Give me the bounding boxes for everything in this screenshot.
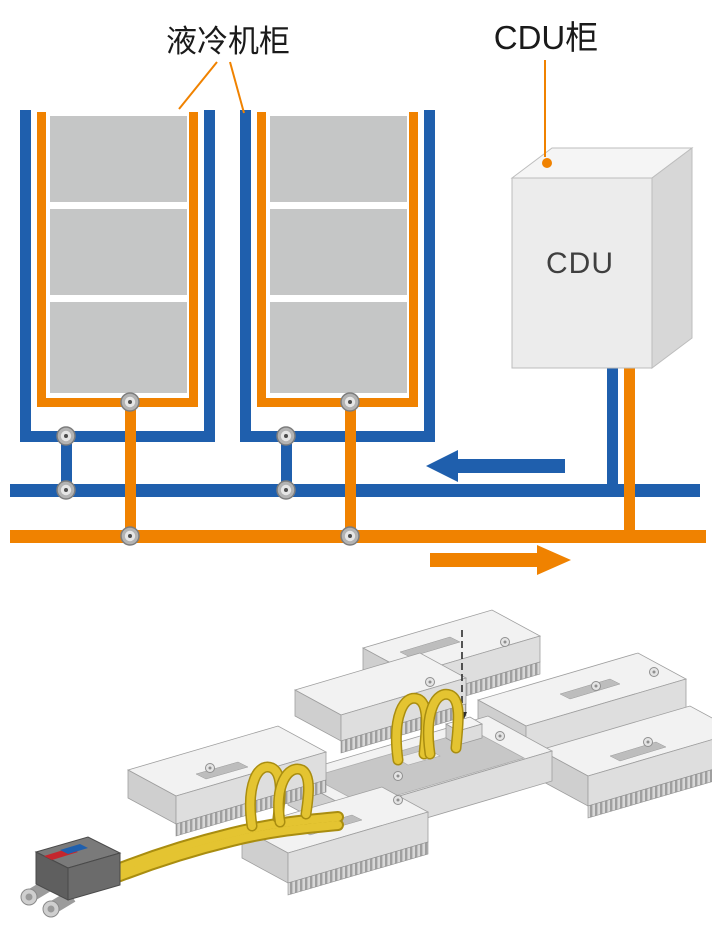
- cdu-box-front-face: [511, 177, 653, 369]
- cabinet2-orange-pipe-left: [257, 112, 266, 407]
- cabinet1-blue-pipe-right: [204, 110, 215, 442]
- hose-main2: [106, 821, 342, 884]
- cabinet1-server-block-1: [50, 116, 187, 202]
- cabinet1-orange-pipe-left: [37, 112, 46, 407]
- cabinet2-server-block-3: [270, 302, 407, 393]
- cold-plate-illustration: [20, 609, 712, 918]
- cdu-leader-dot-icon: [542, 158, 552, 168]
- valve-icon: [56, 426, 76, 446]
- supply-flow-arrow-left-icon: [426, 450, 565, 482]
- valve-icon: [276, 426, 296, 446]
- cabinet2-return-drop: [345, 407, 356, 534]
- liquid-cooled-cabinet-2: [240, 110, 435, 534]
- module-fin-strip: [587, 769, 712, 819]
- server-module-right-lower: [538, 705, 712, 819]
- cabinet1-server-block-3: [50, 302, 187, 393]
- cabinet1-orange-pipe-bottom: [37, 398, 198, 407]
- cabinet2-supply-drop: [281, 442, 292, 486]
- screw-icon: [393, 771, 403, 781]
- coolant-hoses: [104, 688, 464, 886]
- cabinet1-blue-pipe-bottom: [20, 431, 215, 442]
- connector-front-face: [67, 852, 121, 901]
- cabinet2-orange-pipe-bottom: [257, 398, 418, 407]
- cdu-supply-riser: [607, 368, 618, 486]
- screw-icon: [649, 667, 659, 677]
- cabinet2-blue-pipe-bottom: [240, 431, 435, 442]
- screw-icon: [495, 731, 505, 741]
- screw-icon: [643, 737, 653, 747]
- cabinet-label: 液冷机柜: [166, 24, 290, 59]
- module-vent-slot: [195, 761, 249, 780]
- hose-loop2: [274, 765, 313, 826]
- cabinet2-server-block-2: [270, 209, 407, 295]
- quick-connector: [20, 836, 122, 918]
- hose-loop4: [424, 690, 463, 758]
- cabinet1-supply-drop: [61, 442, 72, 486]
- screw-icon: [205, 763, 215, 773]
- valve-icon: [120, 526, 140, 546]
- cdu-return-riser: [624, 368, 635, 532]
- cabinet-leader-line-2: [229, 61, 245, 114]
- liquid-cooled-cabinet-1: [20, 110, 215, 534]
- cabinet1-server-block-2: [50, 209, 187, 295]
- tray-interior: [310, 729, 526, 806]
- cdu-box-label: CDU: [546, 247, 614, 280]
- hose-main: [106, 813, 342, 876]
- top-schematic: CDU 液冷机柜 CDU柜: [10, 19, 706, 575]
- connector-port1-bore: [25, 893, 33, 901]
- screw-icon: [393, 795, 403, 805]
- cabinet1-blue-pipe-left: [20, 110, 31, 442]
- callouts: 液冷机柜 CDU柜: [166, 19, 598, 168]
- connector-blue-band: [60, 844, 88, 854]
- cdu-box: CDU: [510, 147, 694, 369]
- screw-icon: [425, 677, 435, 687]
- cabinet-leader-line-1: [178, 61, 218, 110]
- cdu-box-side-face: [651, 147, 693, 369]
- module-vent-slot: [609, 741, 667, 762]
- connector-port2-bore: [47, 905, 55, 913]
- cabinet2-blue-pipe-left: [240, 110, 251, 442]
- cabinet1-return-drop: [125, 407, 136, 534]
- valve-icon: [340, 526, 360, 546]
- screw-icon: [591, 681, 601, 691]
- module-vent-slot: [399, 636, 461, 658]
- valve-icon: [120, 392, 140, 412]
- module-front-face: [587, 739, 712, 807]
- module-fin-strip: [287, 841, 429, 896]
- return-flow-arrow-right-icon: [430, 545, 571, 575]
- valve-icon: [340, 392, 360, 412]
- cabinet1-orange-pipe-right: [189, 112, 198, 407]
- cabinet2-server-block-1: [270, 116, 407, 202]
- valve-icon: [276, 480, 296, 500]
- valve-icon: [56, 480, 76, 500]
- cdu-cabinet-label: CDU柜: [494, 19, 599, 56]
- cabinet2-blue-pipe-right: [424, 110, 435, 442]
- screw-icon: [500, 637, 510, 647]
- cabinet2-orange-pipe-right: [409, 112, 418, 407]
